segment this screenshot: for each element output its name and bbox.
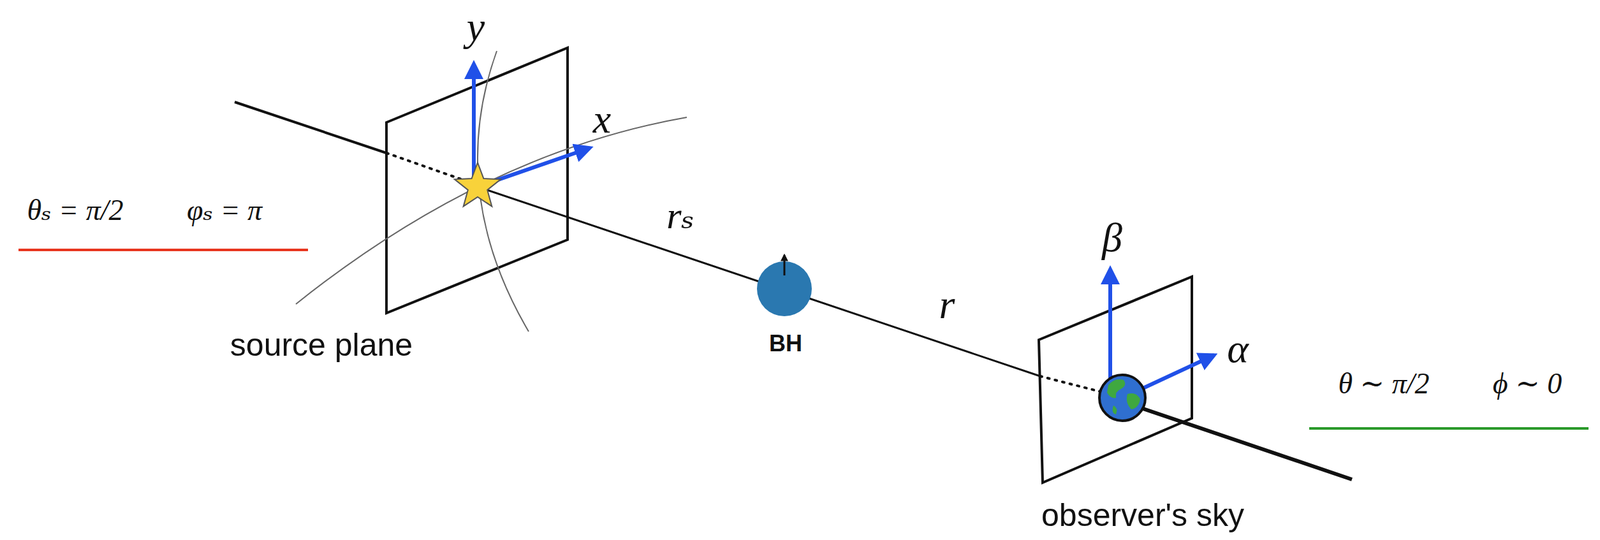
axis-label: β — [1101, 217, 1123, 259]
celestial-arc — [295, 117, 687, 305]
sight-line — [234, 102, 387, 154]
plane-caption: observer's sky — [1041, 499, 1245, 532]
axis-label: x — [593, 98, 611, 140]
observer-angle: θ ∼ π/2 — [1338, 369, 1430, 399]
star-source — [454, 162, 501, 207]
earth-observer — [1099, 374, 1146, 421]
source-plane — [386, 47, 568, 314]
sight-line — [477, 186, 1041, 377]
source-angle: φₛ = π — [186, 195, 263, 226]
sight-line-hidden — [386, 153, 472, 184]
underline-green — [1309, 427, 1589, 430]
axis-label: y — [466, 6, 485, 48]
distance-label: rₛ — [666, 196, 695, 235]
object-label: BH — [769, 332, 803, 356]
underline-red — [18, 248, 309, 252]
sight-line — [1122, 401, 1352, 480]
observer-plane — [1038, 276, 1192, 483]
distance-label: r — [939, 284, 956, 326]
plane-caption: source plane — [230, 329, 413, 361]
spin-arrow — [783, 255, 786, 276]
axis-label: α — [1226, 328, 1249, 370]
source-angle: θₛ = π/2 — [27, 195, 124, 226]
observer-angle: ϕ ∼ 0 — [1492, 369, 1562, 399]
